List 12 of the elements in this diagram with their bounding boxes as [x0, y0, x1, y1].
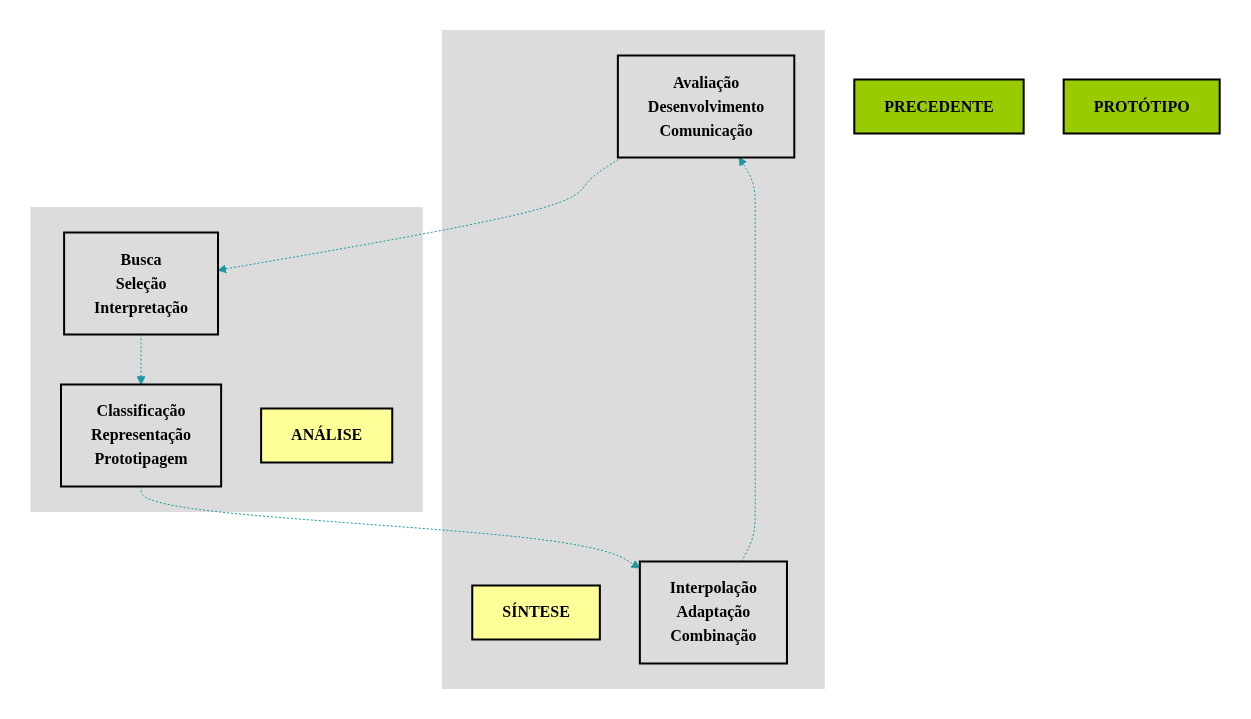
node-box: Busca Seleção Interpretação — [63, 231, 220, 336]
arrow — [140, 486, 641, 569]
node-box: PROTÓTIPO — [1062, 78, 1221, 135]
cluster — [441, 30, 825, 689]
node-box: ANÁLISE — [260, 407, 394, 464]
node-box: Interpolação Adaptação Combinação — [639, 560, 789, 665]
node-box: PRECEDENTE — [853, 78, 1025, 135]
arrow — [136, 334, 146, 385]
node-box: Classificação Representação Prototipagem — [60, 383, 223, 488]
node-box: SÍNTESE — [471, 584, 601, 641]
node-box: Avaliação Desenvolvimento Comunicação — [617, 54, 796, 159]
cluster — [30, 207, 423, 512]
